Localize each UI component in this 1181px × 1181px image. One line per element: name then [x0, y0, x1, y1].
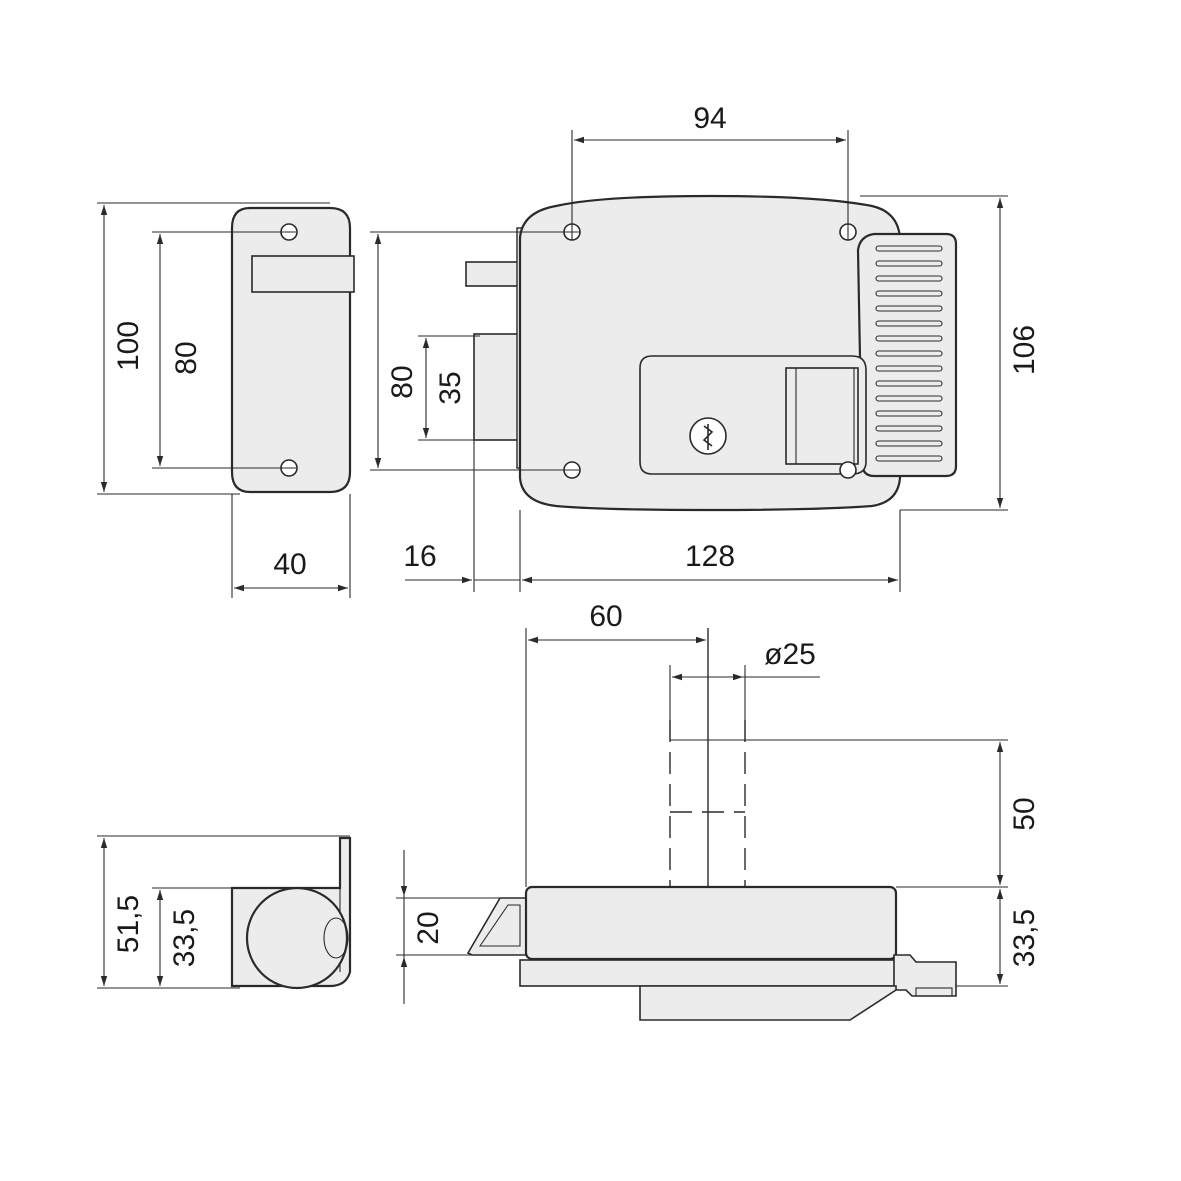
dim-end-total-height: 51,5 — [112, 895, 145, 953]
dim-cylinder-offset: 60 — [589, 600, 622, 633]
keyhole-icon — [702, 424, 714, 450]
latch-bolt — [465, 261, 527, 287]
dim-cylinder-length: 50 — [1008, 797, 1041, 830]
dim-front-hole-spacing-v: 80 — [386, 365, 419, 398]
dim-end-case-depth: 33,5 — [168, 909, 201, 967]
top-back-plate — [519, 959, 901, 987]
top-view: 60 ø25 50 33,5 20 — [396, 600, 1041, 1021]
side-plate — [230, 206, 352, 494]
top-handle — [893, 954, 957, 997]
dim-cylinder-diameter: ø25 — [764, 638, 816, 671]
release-button — [785, 367, 859, 465]
front-hole-bottom-right — [839, 461, 857, 479]
dim-bolt-projection: 16 — [403, 540, 436, 573]
end-view: 51,5 33,5 — [97, 835, 352, 990]
dim-latch-height: 20 — [412, 911, 445, 944]
side-strap — [251, 255, 355, 293]
dim-bolt-height: 35 — [434, 371, 467, 404]
dim-side-total-height: 100 — [112, 321, 145, 371]
handle-ribs — [875, 245, 943, 462]
dim-hole-spacing-h: 94 — [693, 102, 726, 135]
dim-case-depth-right: 33,5 — [1008, 909, 1041, 967]
top-key-panel — [639, 985, 897, 1021]
side-view: 100 80 40 — [97, 202, 355, 598]
top-case — [524, 885, 898, 961]
dim-front-total-height: 106 — [1008, 325, 1041, 375]
dim-side-hole-spacing: 80 — [170, 341, 203, 374]
end-knob — [245, 886, 349, 990]
front-view: 94 106 80 35 16 128 — [370, 102, 1041, 592]
dim-side-width: 40 — [273, 548, 306, 581]
dim-front-width: 128 — [685, 540, 735, 573]
